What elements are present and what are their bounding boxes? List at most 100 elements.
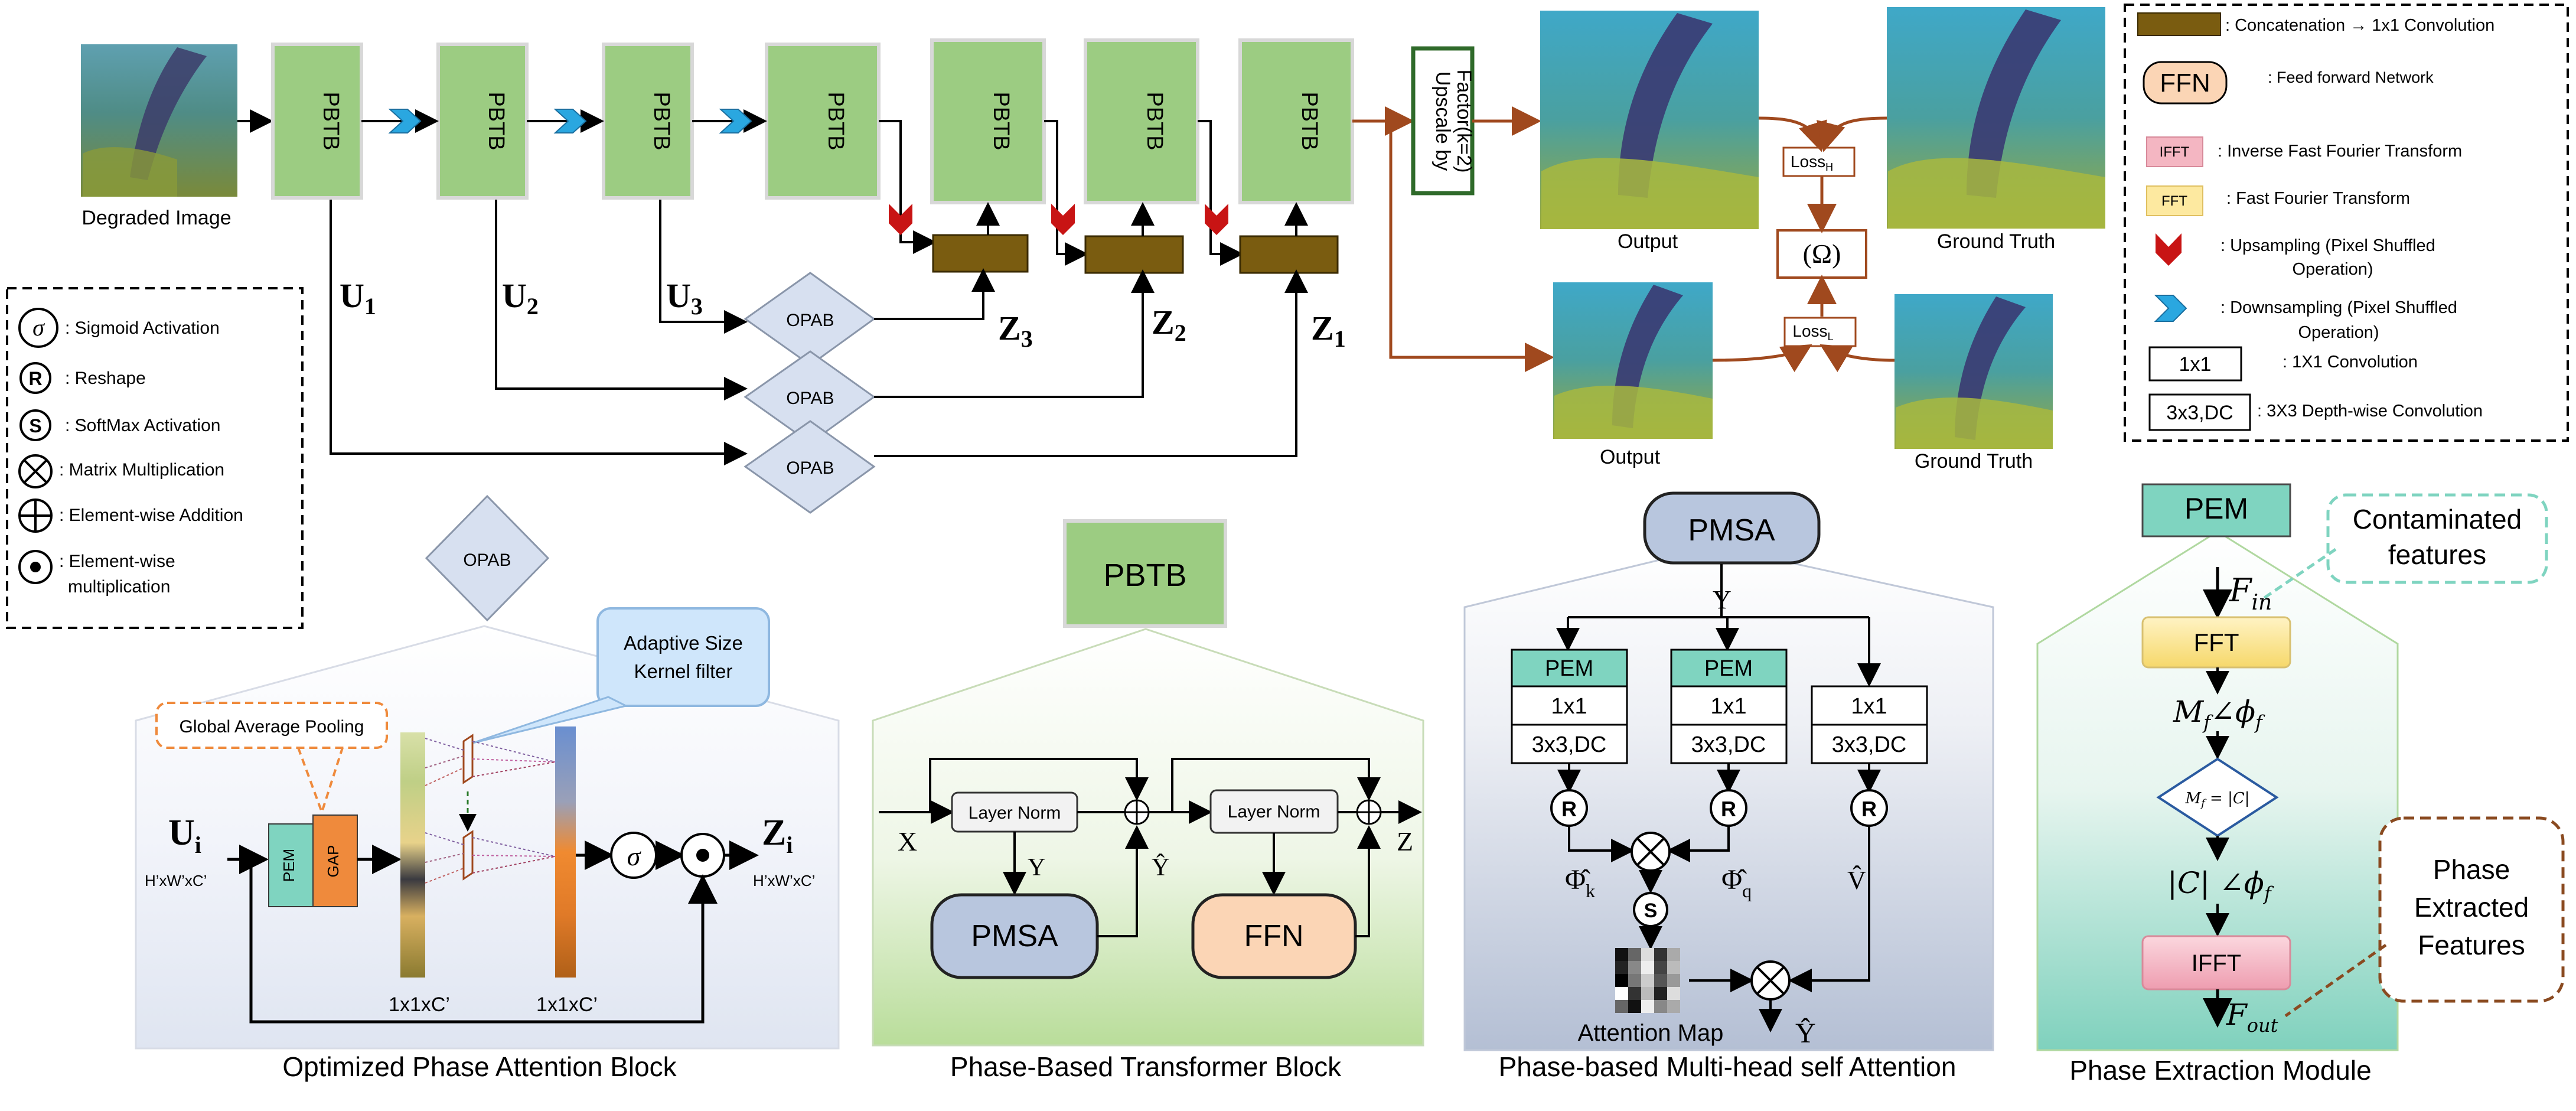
attention-map-cell <box>1654 948 1667 961</box>
svg-text:PEM: PEM <box>2184 492 2248 525</box>
ffn-legend-swatch <box>2143 61 2228 105</box>
svg-text:FFN: FFN <box>1244 919 1303 953</box>
downsample-icon <box>719 109 752 133</box>
svg-text:R: R <box>1721 797 1736 821</box>
fft-legend-swatch <box>2146 185 2203 216</box>
attention-map-cell <box>1667 948 1680 961</box>
pbtb-header-block <box>1063 519 1227 628</box>
svg-text:V̂: V̂ <box>1847 865 1866 895</box>
c-phase-label: |C| ∠ϕf <box>2167 866 2274 905</box>
arrow-ffn-add <box>1355 825 1381 937</box>
matmul-node-2 <box>1750 960 1791 1001</box>
svg-text:PMSA: PMSA <box>971 919 1058 953</box>
svg-text:FFT: FFT <box>2161 193 2187 209</box>
pem-k <box>1511 649 1628 688</box>
arrow-gt-lossh <box>1817 116 1887 152</box>
arrow-rv-matmul <box>1788 826 1870 992</box>
svg-text:PBTB: PBTB <box>484 92 508 150</box>
svg-text:multiplication: multiplication <box>68 577 170 597</box>
pem-panel: PEM Contaminated features Fin FFT Mf∠ϕf … <box>2036 483 2565 1051</box>
svg-text:Attention Map: Attention Map <box>1578 1020 1724 1046</box>
attention-map-cell <box>1667 1000 1680 1013</box>
svg-text:: 1X1 Convolution: : 1X1 Convolution <box>2282 353 2418 372</box>
conv3-k <box>1511 724 1628 764</box>
loss-low-box: LossL <box>1783 317 1857 347</box>
downsample-icon <box>553 109 587 133</box>
svg-text:GAP: GAP <box>324 845 342 878</box>
downsample-icon <box>388 109 422 133</box>
z2-line <box>874 269 1155 398</box>
svg-text:FFT: FFT <box>2194 628 2239 656</box>
residual-1 <box>929 758 1149 812</box>
attention-map-cell <box>1615 987 1628 1000</box>
sigmoid-icon <box>18 308 58 348</box>
ifft-legend-swatch <box>2146 136 2203 167</box>
matmul-icon <box>18 454 53 488</box>
svg-text:: SoftMax Activation: : SoftMax Activation <box>65 416 220 435</box>
skip-u1 <box>330 200 748 465</box>
legend-right: : Concatenation → 1x1 Convolution FFN : … <box>2124 4 2569 442</box>
pmsa-header-block <box>1643 491 1821 565</box>
upsample-icon <box>1205 204 1228 235</box>
input-caption: Degraded Image <box>81 207 231 229</box>
conv1-q <box>1670 685 1788 726</box>
attention-map-cell <box>1615 961 1628 974</box>
svg-text:Z: Z <box>1397 826 1413 856</box>
attention-map-cell <box>1667 974 1680 987</box>
concat-block-1 <box>1239 235 1339 274</box>
concat-block-3 <box>932 234 1029 273</box>
svg-text:3x3,DC: 3x3,DC <box>1832 732 1907 757</box>
svg-text:Features: Features <box>2418 930 2525 960</box>
skip-u2 <box>495 200 748 400</box>
attention-map-cell <box>1654 1000 1667 1013</box>
attention-map-cell <box>1628 974 1641 987</box>
concat-block-2 <box>1084 235 1184 274</box>
ground-truth-image-high <box>1887 7 2105 229</box>
attention-map-cell <box>1667 961 1680 974</box>
svg-text:Operation): Operation) <box>2298 323 2379 342</box>
svg-text:: Feed forward Network: : Feed forward Network <box>2268 69 2434 86</box>
arrow-rq-matmul <box>1667 826 1730 862</box>
attention-map-cell <box>1628 1000 1641 1013</box>
opab-panel: OPAB Adaptive Size Kernel filter Global … <box>135 494 840 1050</box>
arrow-rk-matmul <box>1568 826 1635 862</box>
diamond-label: Mf = |C| <box>2184 790 2249 810</box>
upsample-legend-icon <box>2156 233 2182 266</box>
element-mult-icon <box>18 550 53 584</box>
svg-text:Ŷ: Ŷ <box>1795 1018 1816 1049</box>
opab-header-diamond: OPAB <box>425 494 550 622</box>
svg-text:PBTB: PBTB <box>1103 558 1186 593</box>
reshape-icon <box>19 362 51 394</box>
kernel-projection-lines <box>425 738 556 884</box>
svg-text:LossL: LossL <box>1792 322 1833 343</box>
pbtb-block-3: PBTB <box>602 43 694 200</box>
svg-text:Global Average Pooling: Global Average Pooling <box>179 717 364 737</box>
svg-text:: Matrix Multiplication: : Matrix Multiplication <box>59 460 224 480</box>
svg-text:: Reshape: : Reshape <box>65 369 146 388</box>
pbtb-block-5: PBTB <box>930 38 1046 204</box>
svg-text:PBTB: PBTB <box>1142 92 1167 150</box>
svg-text:: Downsampling (Pixel Shuffled: : Downsampling (Pixel Shuffled <box>2220 298 2457 317</box>
opab-in-dims: H’xW’xC’ <box>145 872 207 890</box>
feature-vector-2 <box>555 726 576 978</box>
svg-text:: Element-wise Addition: : Element-wise Addition <box>59 506 243 525</box>
svg-text:IFFT: IFFT <box>2160 144 2190 160</box>
svg-text:Y: Y <box>1028 854 1045 881</box>
upsample-icon <box>889 204 912 235</box>
svg-text:Layer Norm: Layer Norm <box>1228 802 1320 822</box>
pem-block <box>268 823 314 907</box>
loss-high-box: LossH <box>1782 146 1856 177</box>
pbtb-caption: Phase-Based Transformer Block <box>950 1051 1342 1082</box>
arrow-pbtb4-concat3 <box>879 120 937 254</box>
attention-map-cell <box>1628 961 1641 974</box>
svg-text:S: S <box>1644 900 1658 922</box>
svg-text:: Concatenation → 1x1 Convolut: : Concatenation → 1x1 Convolution <box>2225 16 2495 35</box>
svg-text:: Sigmoid Activation: : Sigmoid Activation <box>65 318 220 338</box>
svg-text:3x3,DC: 3x3,DC <box>2166 402 2233 424</box>
svg-text:Operation): Operation) <box>2292 260 2373 279</box>
svg-text:OPAB: OPAB <box>786 389 834 408</box>
svg-text:1x1xC’: 1x1xC’ <box>536 993 598 1016</box>
pbtb-block-7: PBTB <box>1238 38 1354 204</box>
downsample-legend-icon <box>2154 295 2187 322</box>
